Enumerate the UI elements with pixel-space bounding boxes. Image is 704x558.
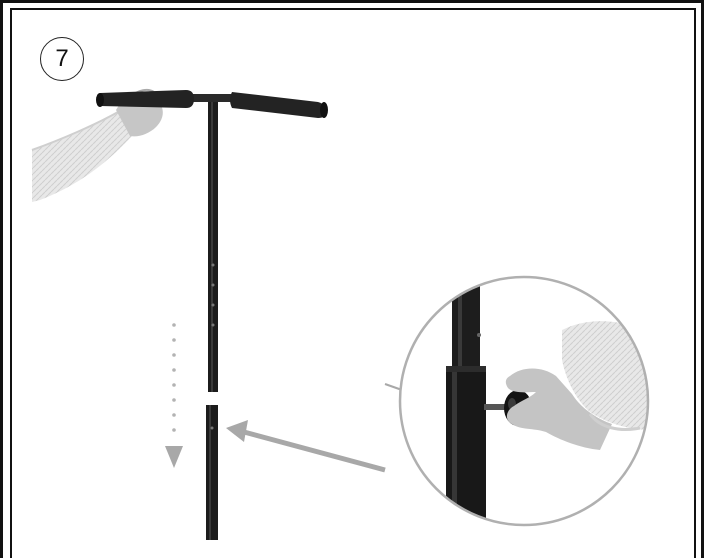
step-number: 7 [55, 45, 68, 73]
magnified-detail-icon [400, 270, 652, 536]
step-number-badge: 7 [40, 37, 84, 81]
upper-pole [208, 102, 218, 392]
arm-sleeve [32, 112, 132, 202]
dotted-arrow-down-icon [165, 323, 183, 468]
lower-pole [206, 405, 218, 540]
pointer-arrow-icon [226, 384, 402, 470]
